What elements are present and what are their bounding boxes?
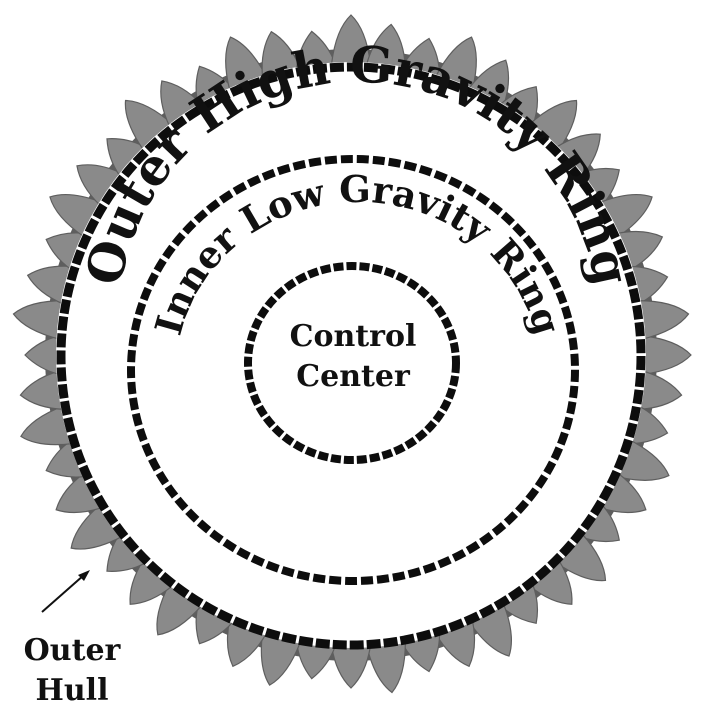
outer-hull-arrow (42, 570, 90, 612)
hull-spike (638, 301, 689, 339)
hull-spike (332, 646, 371, 688)
hull-spike (25, 336, 60, 375)
outer-hull-label-line1: Outer (24, 633, 122, 668)
hull-spike (13, 301, 64, 339)
hull-spike (642, 336, 691, 375)
control-center-label-line2: Center (296, 359, 411, 394)
hull-spike (367, 642, 405, 693)
control-center-label-line1: Control (290, 319, 417, 354)
outer-hull-label-line2: Hull (36, 673, 109, 708)
